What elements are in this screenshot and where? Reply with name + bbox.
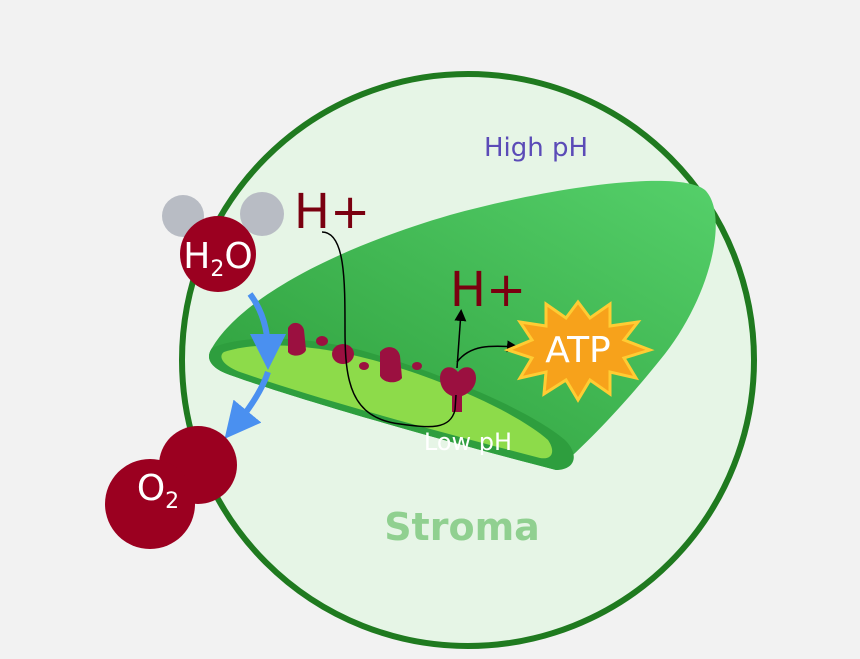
electron-carrier (316, 336, 328, 346)
water-formula-h: H (183, 236, 210, 277)
oxygen-release-arrow (224, 371, 271, 439)
atp-production-arrow (456, 340, 519, 363)
low-ph-label: Low pH (424, 428, 512, 456)
cytochrome-complex (332, 344, 354, 364)
water-split-arrow (247, 292, 286, 370)
atp-burst (503, 299, 655, 403)
high-ph-label: High pH (484, 133, 588, 163)
photosystem-i-protein (380, 347, 402, 383)
atp-synthase (440, 367, 476, 412)
photosystem-ii-protein (288, 322, 306, 356)
water-formula-o: O (224, 236, 252, 277)
proton-label-top: H+ (294, 184, 370, 240)
electron-carrier (359, 362, 369, 370)
water-formula-subscript: 2 (210, 257, 224, 282)
proton-flow-arrow (321, 231, 457, 428)
proton-label-mid: H+ (450, 262, 526, 318)
thylakoid-lumen (221, 345, 553, 459)
electron-carrier (412, 362, 422, 370)
oxygen-formula: O2 (137, 468, 179, 514)
oxygen-molecule: O2 (105, 426, 237, 549)
atp-label: ATP (545, 330, 611, 371)
hydrogen-atom (240, 192, 284, 236)
oxygen-atom (180, 216, 256, 292)
oxygen-formula-subscript: 2 (165, 489, 179, 514)
proton-exit-arrow (454, 309, 467, 369)
oxygen-atom (105, 459, 195, 549)
stroma-label: Stroma (384, 505, 540, 549)
oxygen-formula-o: O (137, 468, 165, 509)
protein-complexes (288, 322, 476, 412)
water-formula: H2O (183, 236, 252, 282)
water-molecule: H2O (162, 192, 284, 292)
